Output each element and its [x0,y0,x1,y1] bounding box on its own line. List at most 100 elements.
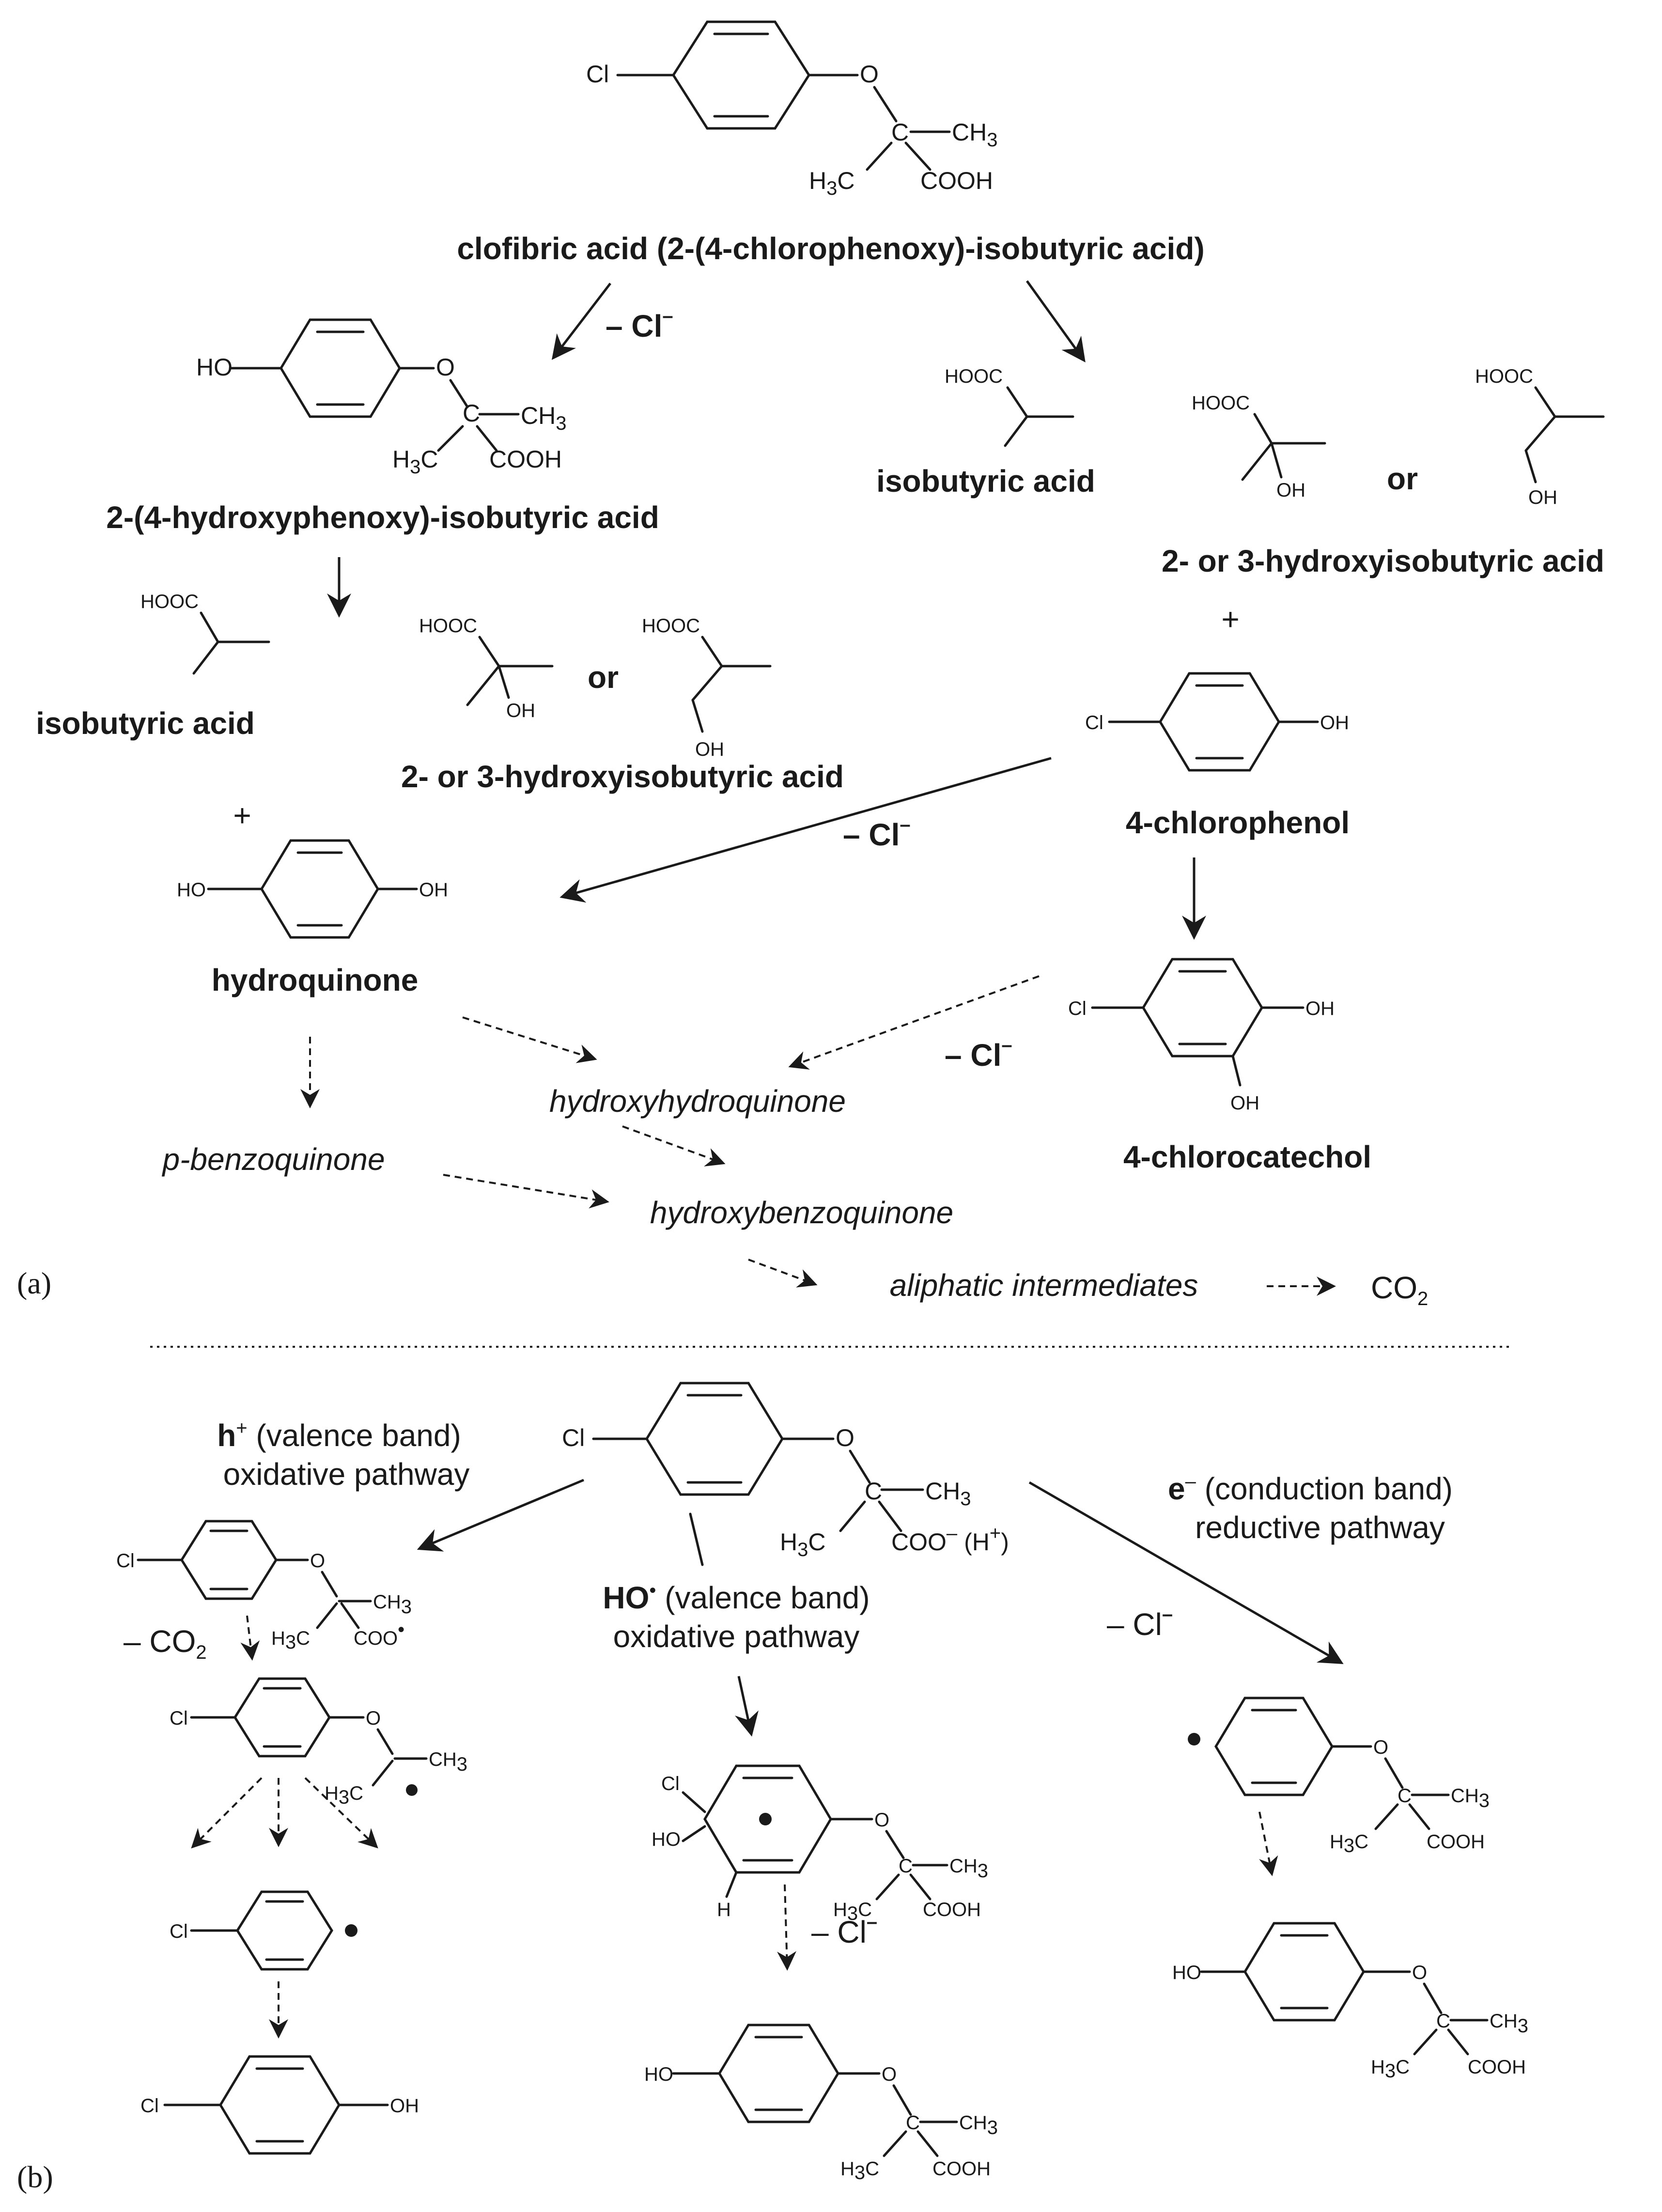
atom-h3c: H3C [1330,1831,1368,1856]
loss-cl-label-b2: – Cl– [811,1911,877,1949]
atom-o: O [836,1424,854,1451]
atom-cl: Cl [661,1773,680,1794]
4-chlorophenol-structure: Cl OH [1085,672,1349,772]
atom-oh: OH [1276,480,1305,501]
atom-ch3: CH3 [1490,2010,1528,2037]
plus-left: + [233,798,251,833]
arrow-side-chain-cleavage [1025,280,1086,363]
atom-h3c: H3C [1371,2056,1410,2082]
atom-c: C [906,2112,920,2134]
atom-hooc: HOOC [1475,366,1533,387]
hydroxyphenoxy-structure: HO O C CH3 H3C COOH [196,318,566,478]
atom-cooh: COOH [932,2158,991,2180]
atom-h3c: H3C [392,446,438,478]
alkyl-radical-structure: Cl O CH3 H3C [170,1677,467,1808]
atom-coo-radical: COO• [354,1619,404,1649]
benzoquinone-label: p-benzoquinone [161,1142,385,1177]
atom-cl: Cl [140,2095,159,2117]
atom-c: C [899,1855,913,1877]
atom-ch3: CH3 [373,1591,412,1618]
clofibric-acid-label: clofibric acid (2-(4-chlorophenoxy)-isob… [457,231,1204,266]
atom-cl: Cl [170,1708,188,1729]
hydroquinone-structure: HO OH [177,839,448,939]
or-label-left: or [588,660,619,695]
atom-cl: Cl [1085,712,1103,733]
carboxyl-radical-structure: Cl O CH3 H3C COO• [116,1520,412,1653]
isobutyric-acid-left-label: isobutyric acid [36,706,255,741]
atom-c: C [1398,1785,1412,1807]
chlorophenyl-radical-structure: Cl [170,1890,357,1971]
atom-h3c: H3C [780,1528,825,1560]
atom-hooc: HOOC [419,615,477,637]
atom-h3c: H3C [840,2158,879,2183]
atom-c: C [865,1478,882,1505]
h-plus-pathway-label-1: h+ (valence band) [217,1418,461,1453]
atom-ch3: CH3 [959,2112,998,2138]
atom-cooh: COOH [920,167,993,194]
atom-o: O [874,1809,889,1831]
atom-ch3: CH3 [429,1749,467,1775]
atom-cooh: COOH [1427,1831,1485,1853]
isobutyric-acid-right-structure: HOOC [945,366,1074,447]
atom-h3c: H3C [809,167,854,199]
arrow-ho-adduct-dechlorination [777,1884,797,1971]
co2-label: CO2 [1371,1270,1428,1309]
arrow-fragment-left [191,1777,263,1849]
atom-ho: HO [644,2064,673,2085]
atom-o: O [882,2064,897,2085]
atom-ho: HO [177,879,206,901]
atom-cooh: COOH [1468,2056,1526,2078]
phenoxy-radical-structure: O C CH3 H3C COOH [1188,1697,1490,1856]
hydroxyphenoxy-bottom-right-structure: HO O C CH3 H3C COOH [1172,1922,1528,2082]
atom-coo-h: COO– (H+) [891,1523,1009,1556]
atom-oh: OH [390,2095,419,2117]
arrow-ho-pathway [735,1676,759,1737]
3-hydroxyisobutyric-right-structure: HOOC OH [1475,366,1605,508]
atom-o: O [1412,1962,1427,1983]
atom-hooc: HOOC [945,366,1003,387]
atom-oh: OH [1305,998,1335,1019]
4-chlorocatechol-structure: Cl OH OH [1068,958,1335,1114]
atom-ho: HO [1172,1962,1201,1983]
atom-cl: Cl [586,61,609,88]
arrow-chlorophenol-to-hydroquinone [559,757,1052,903]
arrow-hydroxyhydroquinone-to-hydroxybenzoquinone [622,1125,726,1167]
atom-oh: OH [1528,487,1557,508]
atom-cooh: COOH [923,1899,981,1920]
atom-h3c: H3C [271,1628,310,1653]
2-hydroxyisobutyric-right-structure: HOOC OH [1192,392,1326,501]
atom-ho: HO [196,354,233,381]
hydroxyisobutyric-left-label: 2- or 3-hydroxyisobutyric acid [401,759,844,794]
atom-o: O [860,61,879,88]
4-chlorophenol-label: 4-chlorophenol [1126,805,1350,840]
ho-pathway-label-1: HO• (valence band) [603,1580,870,1615]
arrow-decarboxylation [240,1615,260,1661]
3-hydroxyisobutyric-left-structure: HOOC OH [642,615,772,760]
panel-b-label: (b) [17,2160,53,2194]
atom-hooc: HOOC [642,615,700,637]
aliphatic-intermediates-label: aliphatic intermediates [890,1268,1198,1303]
loss-cl-label-3: – Cl– [945,1034,1012,1073]
panel-a-label: (a) [17,1266,51,1300]
atom-oh: OH [1320,712,1349,733]
or-label-right: or [1387,461,1418,496]
arrow-fragment-right [304,1777,378,1849]
4-chlorocatechol-label: 4-chlorocatechol [1123,1139,1371,1174]
atom-oh: OH [695,739,724,760]
atom-oh: OH [1230,1092,1259,1114]
atom-o: O [366,1708,381,1729]
isobutyric-acid-right-label: isobutyric acid [876,464,1095,498]
atom-c: C [1436,2010,1450,2032]
4-chlorophenol-bottom-structure: Cl OH [140,2055,419,2155]
atom-ch3: CH3 [949,1855,988,1882]
loss-cl-label-b1: – Cl– [1107,1604,1173,1642]
atom-o: O [1373,1737,1388,1758]
atom-h3c: H3C [325,1783,363,1808]
plus-right: + [1221,602,1239,637]
atom-o: O [310,1550,325,1572]
loss-co2-label: – CO2 [124,1624,207,1663]
clofibric-acid-structure: Cl O C CH3 H3C COOH [586,20,997,199]
atom-ch3: CH3 [925,1478,971,1510]
e-minus-pathway-label-2: reductive pathway [1195,1510,1445,1545]
atom-c: C [463,400,480,427]
